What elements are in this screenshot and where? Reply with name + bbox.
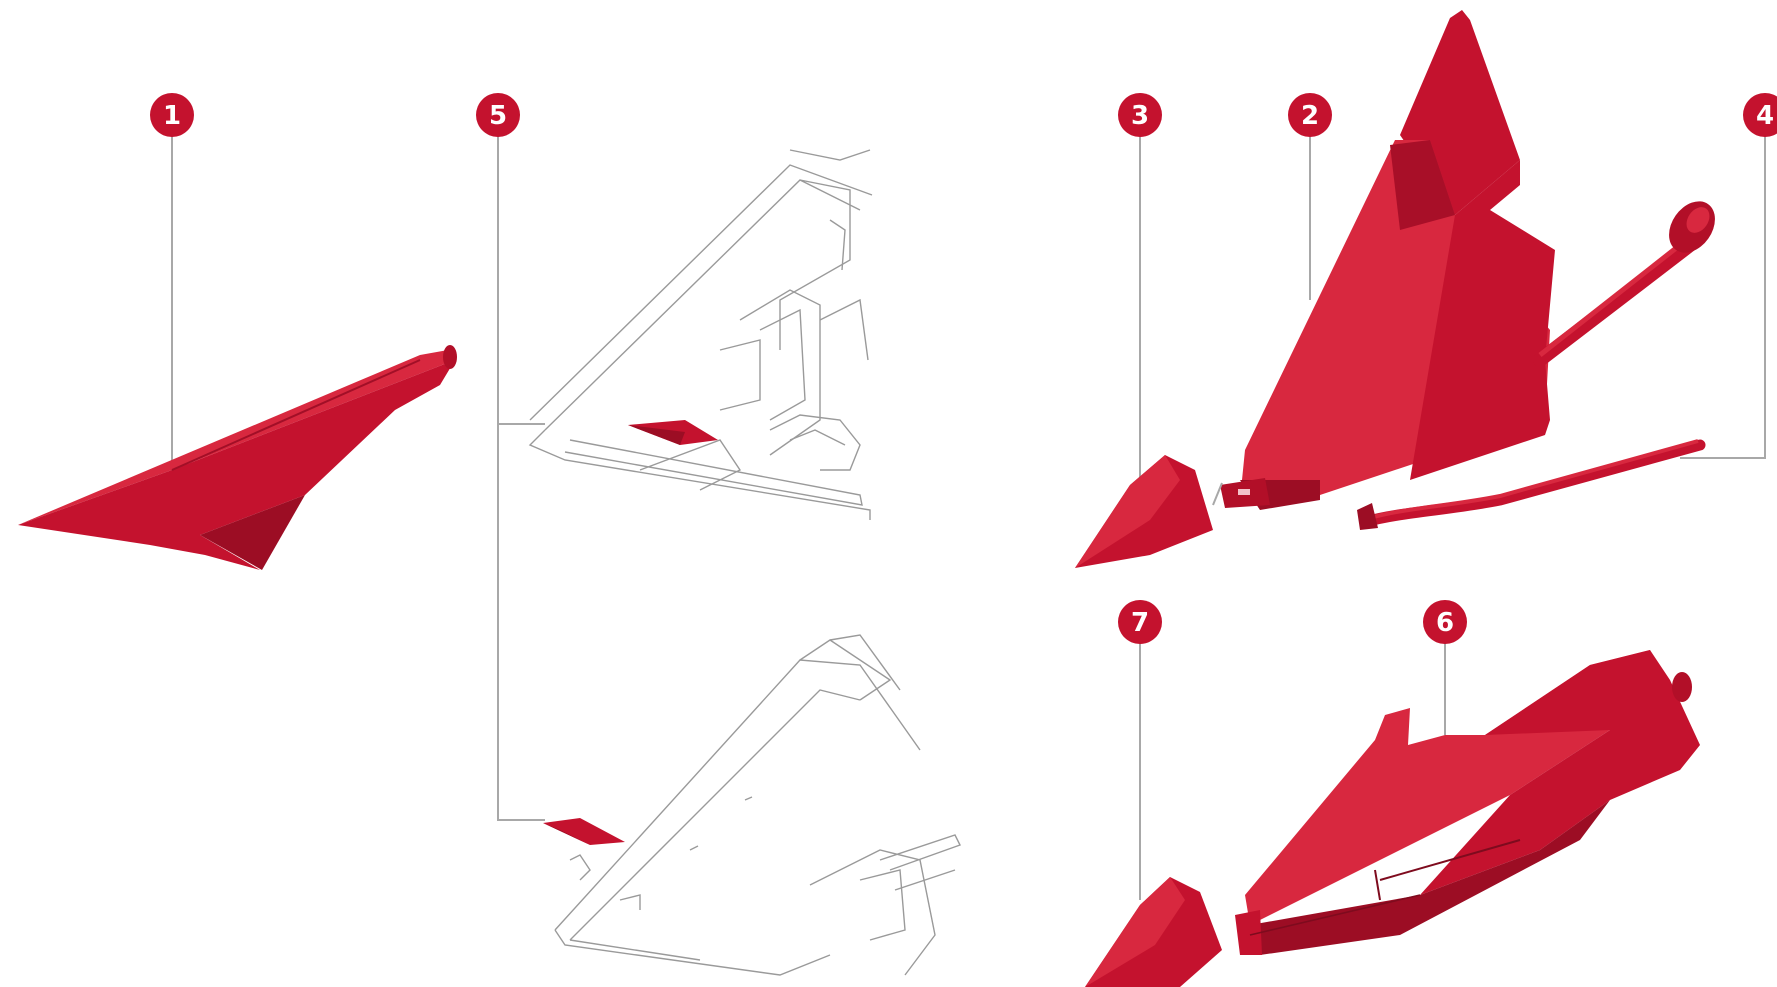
sketch-lower-hook <box>570 855 590 880</box>
leader-line-4 <box>1680 133 1765 458</box>
marker-2-label: 2 <box>1301 101 1319 131</box>
sketch-upper-curve-2 <box>790 430 845 445</box>
marker-5: 5 <box>476 93 520 137</box>
part-2-shaft-highlight <box>1540 245 1680 355</box>
marker-1: 1 <box>150 93 194 137</box>
marker-1-label: 1 <box>163 101 181 131</box>
sketch-upper-beam-bottom <box>545 180 860 430</box>
sketch-upper-skid <box>565 440 862 505</box>
sketch-upper-panel-2 <box>760 310 805 420</box>
part-4-rod-end <box>1357 503 1378 530</box>
sketch-upper-strut <box>640 440 740 490</box>
sketch-upper-rib-2 <box>820 300 868 360</box>
part-7-cone <box>1085 877 1222 987</box>
part-6-divider-body <box>1235 650 1700 955</box>
marker-7-label: 7 <box>1131 608 1149 638</box>
part-3-cone <box>1075 455 1222 568</box>
marker-7: 7 <box>1118 600 1162 644</box>
marker-2: 2 <box>1288 93 1332 137</box>
part-5-sketch-upper <box>530 150 872 520</box>
part-2-divider-hood <box>1220 10 1724 510</box>
sketch-lower-beam-top <box>555 660 920 930</box>
leader-line-5 <box>498 133 545 820</box>
part-6-bracket-line-2 <box>1375 870 1380 900</box>
part-5-lower-red-plate <box>543 818 625 845</box>
sketch-lower-bolt-b <box>690 846 698 850</box>
part-6-end-knob <box>1672 672 1692 702</box>
sketch-lower-head <box>800 640 890 700</box>
sketch-lower-bracket <box>860 870 905 940</box>
marker-6: 6 <box>1423 600 1467 644</box>
sketch-lower-detail <box>620 895 640 910</box>
part-2-foot-slot <box>1238 489 1250 495</box>
marker-6-label: 6 <box>1436 608 1454 638</box>
sketch-upper-rib-1 <box>720 340 760 410</box>
sketch-lower-beam-bottom <box>570 690 860 940</box>
sketch-upper-box-a <box>790 150 870 160</box>
part-1-tube-end <box>443 345 457 369</box>
sketch-upper-detail <box>830 220 845 270</box>
sketch-lower-bolt-a <box>745 797 752 800</box>
sketch-lower-base <box>555 930 830 975</box>
sketch-upper-frame-base <box>530 430 870 520</box>
sketch-lower-base-2 <box>570 940 700 960</box>
part-2-shaft <box>1540 245 1690 360</box>
sketch-upper-box-b <box>780 180 850 350</box>
marker-4-label: 4 <box>1756 101 1774 131</box>
marker-3: 3 <box>1118 93 1162 137</box>
part-1-divider-point <box>18 345 457 570</box>
marker-5-label: 5 <box>489 101 507 131</box>
marker-3-label: 3 <box>1131 101 1149 131</box>
part-3-pin <box>1213 483 1222 505</box>
marker-4: 4 <box>1743 93 1777 137</box>
part-5-sketch-lower <box>555 635 960 975</box>
